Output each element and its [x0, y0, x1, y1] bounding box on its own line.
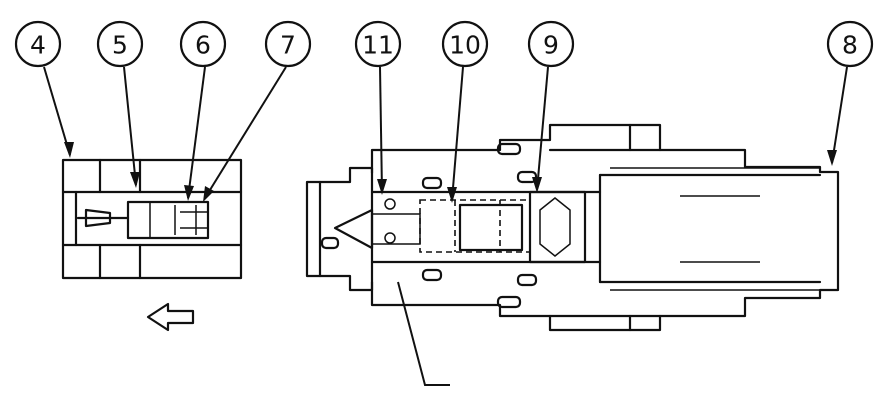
callout-5: 5: [96, 20, 144, 68]
callout-7: 7: [264, 20, 312, 68]
svg-text:8: 8: [842, 31, 858, 60]
svg-text:5: 5: [112, 31, 128, 60]
right-cartridge-body: [305, 123, 840, 386]
svg-text:6: 6: [195, 31, 211, 60]
callout-10: 10: [441, 20, 489, 68]
callout-11: 11: [354, 20, 402, 68]
svg-text:11: 11: [362, 31, 394, 60]
callout-4: 4: [14, 20, 62, 68]
callout-leaders: [43, 66, 848, 203]
callout-6: 6: [179, 20, 227, 68]
left-valve-body: [61, 158, 243, 280]
callout-8: 8: [826, 20, 874, 68]
svg-text:10: 10: [449, 31, 481, 60]
svg-text:4: 4: [30, 31, 46, 60]
svg-text:7: 7: [280, 31, 296, 60]
arrow-left-outline-icon: [146, 302, 195, 332]
svg-text:9: 9: [543, 31, 559, 60]
callout-9: 9: [527, 20, 575, 68]
